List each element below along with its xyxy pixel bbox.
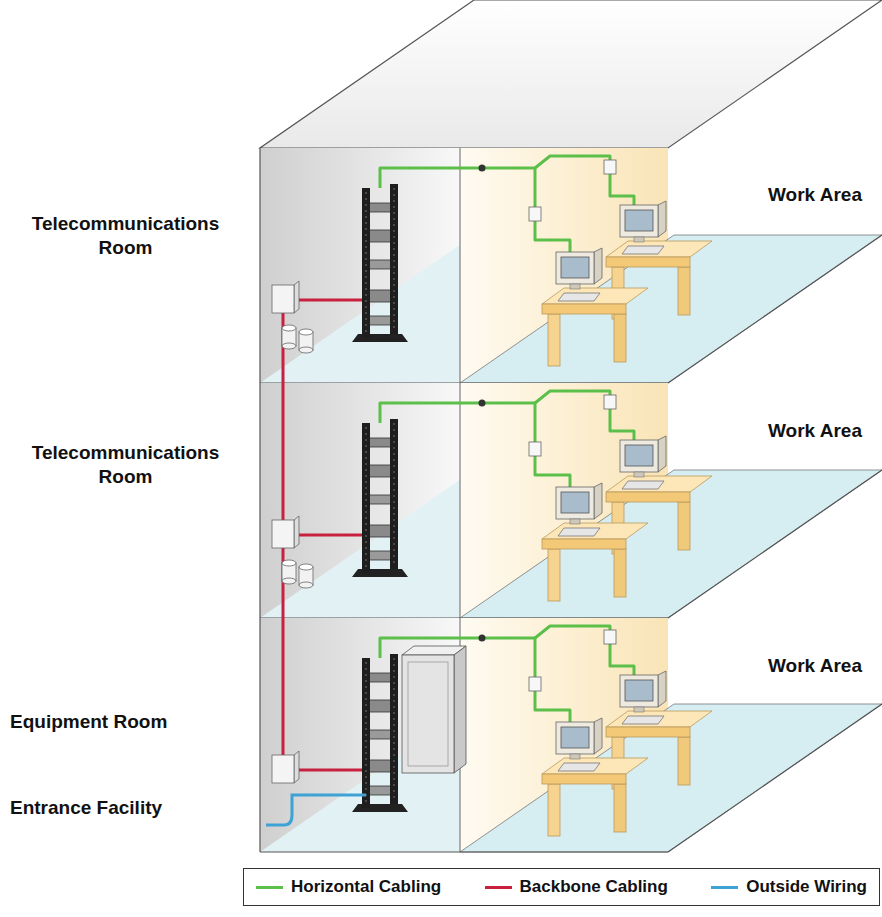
floor-3 [260,618,882,852]
server-cabinet [402,655,454,773]
area-label: Work Area [752,419,878,443]
floor-3-equipment [272,626,712,836]
legend-item: Horizontal Cabling [256,877,441,897]
room-label: Telecommunications Room [8,212,243,260]
server-cabinet [454,646,466,773]
floor-2 [260,383,882,618]
floor-2 [460,383,461,618]
floor-1 [260,148,882,383]
floor-2 [668,470,882,618]
floor-2-equipment [272,391,712,601]
floor-3 [668,704,882,852]
legend-swatch [256,886,283,889]
floor-1 [668,235,882,383]
legend-text: Horizontal Cabling [291,877,441,897]
room-label: Telecommunications Room [8,441,243,489]
roof [260,0,882,148]
room-label: Entrance Facility [10,796,250,820]
area-label: Work Area [752,654,878,678]
building-edge [259,148,260,852]
legend-swatch [485,886,512,889]
outside-wiring [266,795,366,825]
server-cabinet [402,646,466,773]
legend-text: Backbone Cabling [520,877,668,897]
floor-1-equipment [272,156,712,366]
floor-1 [460,148,461,383]
legend-swatch [711,886,738,889]
floor-3 [260,851,668,852]
floor-2-spools [282,560,313,588]
server-cabinet [408,662,448,766]
floor-1-spools [282,325,313,353]
legend: Horizontal Cabling Backbone Cabling Outsid… [243,868,880,906]
legend-item: Outside Wiring [711,877,867,897]
legend-text: Outside Wiring [746,877,867,897]
room-label: Equipment Room [10,710,250,734]
area-label: Work Area [752,183,878,207]
legend-item: Backbone Cabling [485,877,668,897]
